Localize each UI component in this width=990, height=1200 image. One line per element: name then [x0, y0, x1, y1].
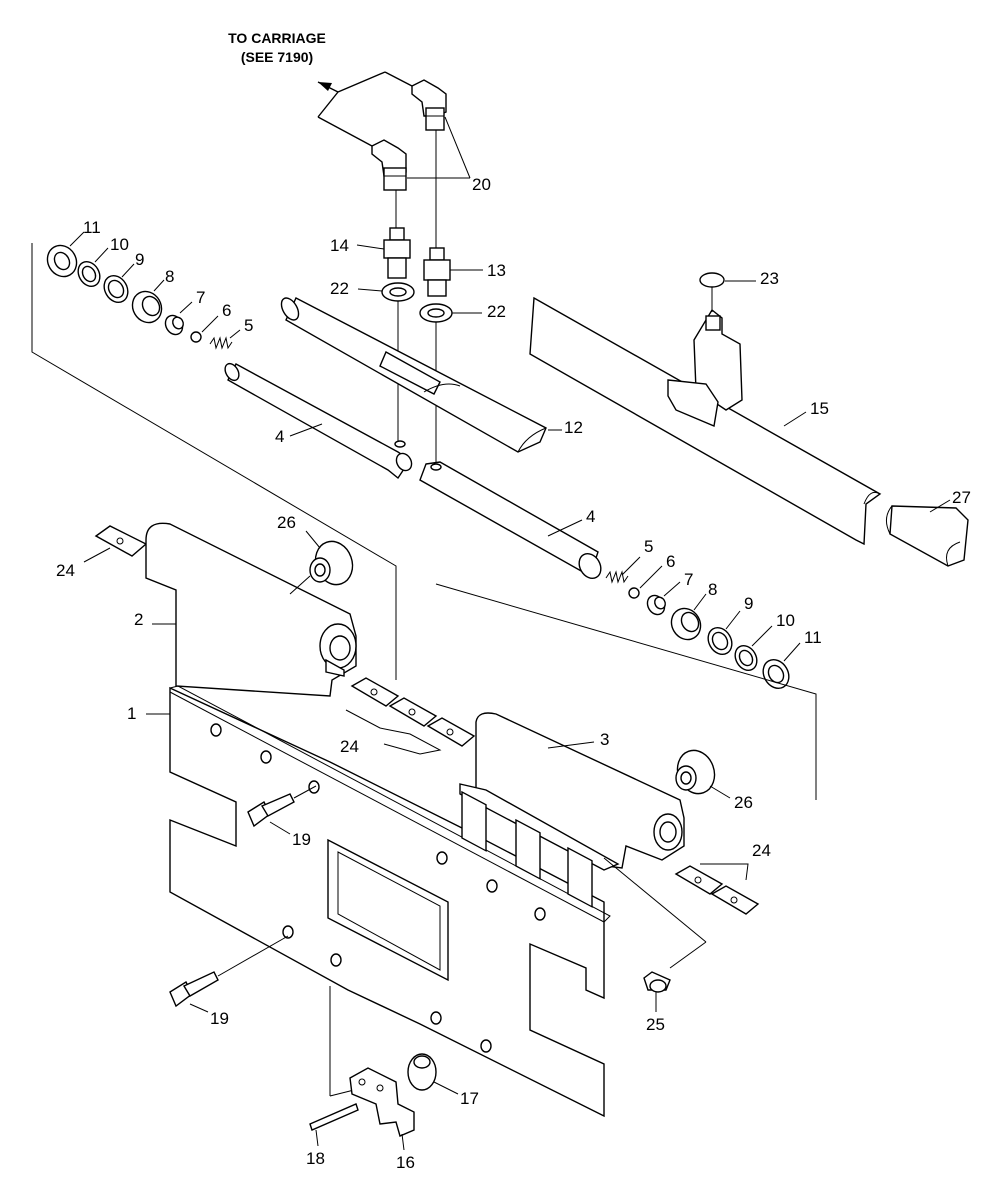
callout-24-middle: 24 — [340, 737, 359, 756]
callout-17: 17 — [460, 1089, 479, 1108]
callout-11-left: 11 — [83, 218, 101, 237]
callout-9-right: 9 — [744, 594, 753, 613]
callout-8-right: 8 — [708, 580, 717, 599]
bushing-26-left — [309, 540, 354, 586]
plug-7-left — [164, 314, 184, 336]
callout-11-right: 11 — [804, 628, 822, 647]
bracket-16 — [349, 1067, 415, 1137]
callout-5-right: 5 — [644, 537, 653, 556]
hinge-tube-12 — [280, 297, 547, 453]
washer-22-right — [419, 303, 453, 323]
callout-18: 18 — [306, 1149, 325, 1168]
ring-11-left — [46, 244, 78, 278]
spring-5-right — [605, 570, 629, 584]
carriage-note: TO CARRIAGE (SEE 7190) — [228, 30, 413, 147]
ball-6-left — [190, 331, 202, 343]
ring-11-right — [762, 658, 790, 690]
snap-ring-9-left — [103, 274, 129, 304]
callout-24-right: 24 — [752, 841, 771, 860]
frame-plate-1 — [169, 685, 611, 1118]
callout-7-right: 7 — [684, 570, 693, 589]
callout-19-lower: 19 — [210, 1009, 229, 1028]
plate-3 — [459, 712, 685, 908]
callout-1: 1 — [127, 704, 136, 723]
carriage-note-line1: TO CARRIAGE — [228, 30, 326, 46]
callout-22-left: 22 — [330, 279, 349, 298]
callout-3: 3 — [600, 730, 609, 749]
callout-16: 16 — [396, 1153, 415, 1172]
callout-6-right: 6 — [666, 552, 675, 571]
callout-2: 2 — [134, 610, 143, 629]
callout-19-upper: 19 — [292, 830, 311, 849]
callout-25: 25 — [646, 1015, 665, 1034]
hinge-pin-4-right — [419, 461, 602, 580]
callout-26-right: 26 — [734, 793, 753, 812]
snap-ring-9-right — [707, 626, 733, 656]
arrow-head-icon — [318, 82, 332, 91]
screw-19-upper — [247, 793, 295, 828]
cover-15 — [529, 296, 882, 546]
roller-17 — [407, 1053, 437, 1091]
callout-10-right: 10 — [776, 611, 795, 630]
callout-22-right: 22 — [487, 302, 506, 321]
callout-8-left: 8 — [165, 267, 174, 286]
plug-7-right — [646, 594, 666, 616]
elbow-fitting-upper — [411, 79, 447, 131]
left-assembly-outline — [31, 243, 397, 680]
right-assembly-outline — [435, 583, 817, 800]
bushing-26-right — [675, 749, 716, 795]
callout-26-left: 26 — [277, 513, 296, 532]
hose-fitting-14 — [383, 227, 411, 279]
callout-10-left: 10 — [110, 235, 129, 254]
callout-5-left: 5 — [244, 316, 253, 335]
o-ring-23 — [699, 272, 725, 288]
bushing-8-left — [131, 290, 163, 324]
callout-4-right: 4 — [586, 507, 595, 526]
callout-20: 20 — [472, 175, 491, 194]
callout-9-left: 9 — [135, 250, 144, 269]
callout-27: 27 — [952, 488, 971, 507]
callout-14: 14 — [330, 236, 349, 255]
shims-24-middle — [350, 677, 476, 747]
callout-4-left: 4 — [275, 427, 284, 446]
elbow-fitting-lower — [371, 139, 407, 191]
spring-5-left — [209, 336, 233, 350]
callout-23: 23 — [760, 269, 779, 288]
washer-22-left — [381, 282, 415, 302]
ring-10-right — [734, 644, 758, 672]
callout-13: 13 — [487, 261, 506, 280]
shims-24-right — [674, 865, 760, 915]
plate-2 — [145, 522, 357, 697]
callout-24-top: 24 — [56, 561, 75, 580]
block-27 — [886, 505, 969, 567]
bushing-8-right — [670, 607, 702, 641]
grease-fitting-25 — [643, 971, 671, 993]
callout-6-left: 6 — [222, 301, 231, 320]
carriage-note-line2: (SEE 7190) — [241, 49, 313, 65]
ring-10-left — [77, 260, 101, 288]
callout-15: 15 — [810, 399, 829, 418]
pin-18 — [309, 1103, 359, 1131]
callout-12: 12 — [564, 418, 583, 437]
hose-fitting-13 — [423, 247, 451, 297]
hinge-pin-4-left — [224, 362, 413, 480]
ball-6-right — [628, 587, 640, 599]
screw-19-lower — [169, 971, 219, 1008]
callout-7-left: 7 — [196, 288, 205, 307]
